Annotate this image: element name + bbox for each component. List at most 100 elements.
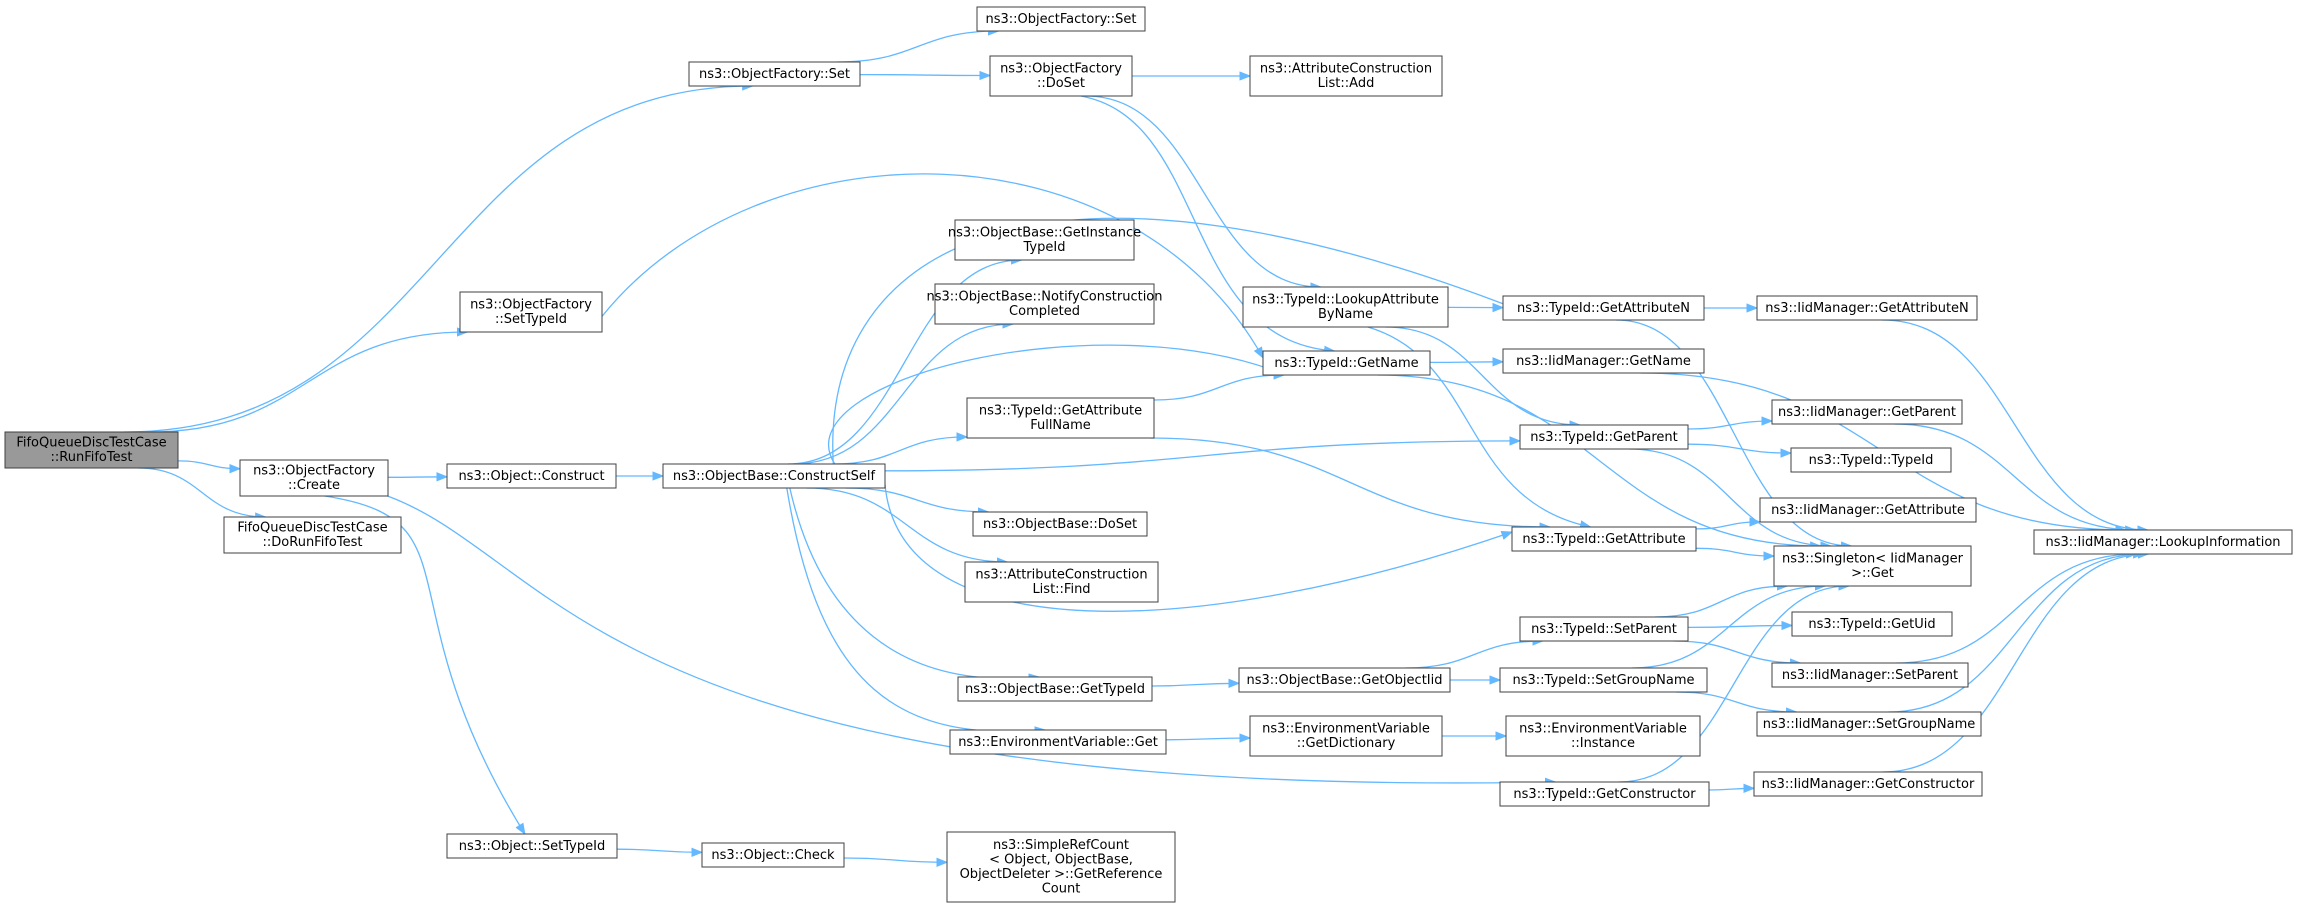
node-box xyxy=(1502,295,1705,321)
edge-ob_getobjectiid-to-tid_setparent xyxy=(1405,636,1545,669)
node-box xyxy=(949,729,1167,755)
node-tid_getattrn[interactable]: ns3::TypeId::GetAttributeN xyxy=(1502,295,1705,321)
node-obj_construct[interactable]: ns3::Object::Construct xyxy=(446,463,617,489)
node-iid_getparent[interactable]: ns3::IidManager::GetParent xyxy=(1771,399,1963,425)
node-box xyxy=(223,516,402,554)
node-box xyxy=(976,6,1146,32)
node-tid_getparent[interactable]: ns3::TypeId::GetParent xyxy=(1519,424,1689,450)
node-box xyxy=(688,61,861,87)
edge-tid_setparent-to-tid_getuid xyxy=(1687,620,1794,631)
node-box xyxy=(1242,286,1449,328)
node-label: ns3::ObjectFactory::Set xyxy=(985,12,1136,27)
edge-root-to-of_create xyxy=(177,460,242,474)
node-label: ns3::ObjectBase::DoSet xyxy=(983,517,1137,532)
node-of_doset[interactable]: ns3::ObjectFactory::DoSet xyxy=(989,55,1133,97)
node-box xyxy=(1756,295,1978,321)
edge-tid_getattr-to-iid_getattr xyxy=(1695,517,1762,530)
node-label: TypeId xyxy=(1023,240,1066,255)
node-label: List::Find xyxy=(1032,582,1090,597)
node-label: ns3::ObjectFactory xyxy=(253,464,375,479)
node-box xyxy=(1771,399,1963,425)
node-label: ns3::AttributeConstruction xyxy=(975,568,1147,583)
node-label: ::GetDictionary xyxy=(1297,736,1396,751)
node-ob_constructself[interactable]: ns3::ObjectBase::ConstructSelf xyxy=(662,463,886,489)
node-env_instance[interactable]: ns3::EnvironmentVariable::Instance xyxy=(1505,715,1701,757)
node-box xyxy=(1790,447,1952,473)
node-of_settypeid[interactable]: ns3::ObjectFactory::SetTypeId xyxy=(459,291,603,333)
node-root[interactable]: FifoQueueDiscTestCase::RunFifoTest xyxy=(4,431,179,469)
node-of_create[interactable]: ns3::ObjectFactory::Create xyxy=(239,459,389,497)
node-box xyxy=(1238,667,1451,693)
edge-tid_setparent-to-iid_setparent xyxy=(1673,640,1802,668)
node-box xyxy=(2033,529,2293,555)
edge-tid_lookupattr-to-tid_getattr xyxy=(1367,326,1592,530)
node-label: ns3::EnvironmentVariable::Get xyxy=(958,735,1158,750)
node-box xyxy=(1499,667,1708,693)
node-label: ns3::ObjectBase::GetObjectIid xyxy=(1246,673,1442,688)
node-tid_getname[interactable]: ns3::TypeId::GetName xyxy=(1262,350,1431,376)
node-box xyxy=(1519,616,1689,642)
node-of_set_b[interactable]: ns3::ObjectFactory::Set xyxy=(688,61,861,87)
node-ob_notify[interactable]: ns3::ObjectBase::NotifyConstructionCompl… xyxy=(927,283,1163,325)
node-src_getrefcount[interactable]: ns3::SimpleRefCount< Object, ObjectBase,… xyxy=(946,831,1176,903)
node-tid_getuid[interactable]: ns3::TypeId::GetUid xyxy=(1791,611,1953,637)
node-ob_doset[interactable]: ns3::ObjectBase::DoSet xyxy=(972,511,1148,537)
node-tid_typeid[interactable]: ns3::TypeId::TypeId xyxy=(1790,447,1952,473)
node-iid_setgroupname[interactable]: ns3::IidManager::SetGroupName xyxy=(1756,711,1982,737)
node-label: ns3::Object::Construct xyxy=(458,469,604,484)
edge-tid_getattrn-to-singleton_get xyxy=(1615,319,1853,551)
edge-iid_getconstructor-to-iid_lookupinfo xyxy=(1882,549,2150,773)
edge-ob_constructself-to-ob_doset xyxy=(845,487,990,517)
node-box xyxy=(966,397,1155,439)
edge-tid_setgroupname-to-singleton_get xyxy=(1631,581,1827,669)
node-iid_getconstructor[interactable]: ns3::IidManager::GetConstructor xyxy=(1753,771,1983,797)
node-tid_setparent[interactable]: ns3::TypeId::SetParent xyxy=(1519,616,1689,642)
node-env_getdict[interactable]: ns3::EnvironmentVariable::GetDictionary xyxy=(1249,715,1443,757)
node-label: ns3::IidManager::SetParent xyxy=(1782,668,1958,683)
node-tid_getattr[interactable]: ns3::TypeId::GetAttribute xyxy=(1511,526,1697,552)
edge-iid_getattrn-to-iid_lookupinfo xyxy=(1882,319,2149,535)
node-box xyxy=(972,511,1148,537)
node-iid_getattr[interactable]: ns3::IidManager::GetAttribute xyxy=(1759,497,1977,523)
edge-of_create-to-tid_getconstructor xyxy=(387,495,1557,787)
node-label: ns3::Object::Check xyxy=(711,848,835,863)
node-iid_getname[interactable]: ns3::IidManager::GetName xyxy=(1502,348,1705,374)
node-tid_getconstructor[interactable]: ns3::TypeId::GetConstructor xyxy=(1499,781,1710,807)
node-obj_check[interactable]: ns3::Object::Check xyxy=(701,842,845,868)
node-box xyxy=(239,459,389,497)
node-env_get[interactable]: ns3::EnvironmentVariable::Get xyxy=(949,729,1167,755)
node-label: >::Get xyxy=(1851,566,1894,581)
node-iid_getattrn[interactable]: ns3::IidManager::GetAttributeN xyxy=(1756,295,1978,321)
node-label: ns3::TypeId::GetParent xyxy=(1530,430,1678,445)
node-box xyxy=(954,219,1135,261)
node-singleton_get[interactable]: ns3::Singleton< IidManager>::Get xyxy=(1773,545,1972,587)
node-iid_lookupinfo[interactable]: ns3::IidManager::LookupInformation xyxy=(2033,529,2293,555)
node-label: ns3::IidManager::GetName xyxy=(1516,354,1691,369)
node-box xyxy=(946,831,1176,903)
node-tid_setgroupname[interactable]: ns3::TypeId::SetGroupName xyxy=(1499,667,1708,693)
node-of_set_a[interactable]: ns3::ObjectFactory::Set xyxy=(976,6,1146,32)
node-dorunfifo[interactable]: FifoQueueDiscTestCase::DoRunFifoTest xyxy=(223,516,402,554)
node-obj_settypeid[interactable]: ns3::Object::SetTypeId xyxy=(446,833,618,859)
nodes-layer: FifoQueueDiscTestCase::RunFifoTestns3::O… xyxy=(4,6,2293,903)
edge-tid_getattrfull-to-tid_getattr xyxy=(1150,437,1552,532)
node-iid_setparent[interactable]: ns3::IidManager::SetParent xyxy=(1771,662,1969,688)
edge-root-to-dorunfifo xyxy=(138,467,267,522)
node-label: ns3::ObjectFactory xyxy=(470,298,592,313)
node-ob_getobjectiid[interactable]: ns3::ObjectBase::GetObjectIid xyxy=(1238,667,1451,693)
edge-ob_constructself-to-tid_getattrn xyxy=(832,217,1546,465)
node-label: ::Instance xyxy=(1571,736,1635,751)
edge-ob_constructself-to-ob_getinstance xyxy=(787,255,1023,465)
node-label: ns3::EnvironmentVariable xyxy=(1262,722,1430,737)
node-box xyxy=(446,463,617,489)
node-ob_gettypeid[interactable]: ns3::ObjectBase::GetTypeId xyxy=(957,676,1153,702)
node-box xyxy=(957,676,1153,702)
node-label: FifoQueueDiscTestCase xyxy=(16,436,166,451)
edge-tid_lookupattr-to-tid_getparent xyxy=(1385,326,1582,430)
